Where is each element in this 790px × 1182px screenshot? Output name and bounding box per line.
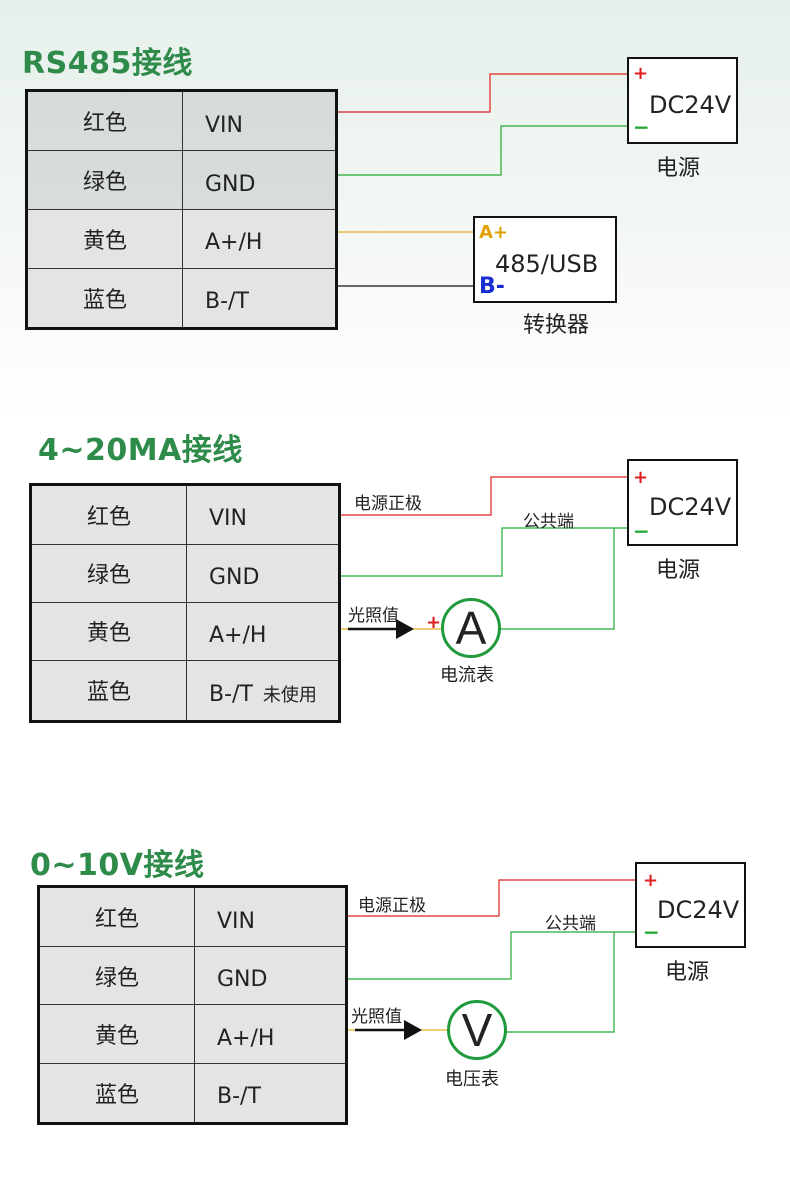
pin-label: B-/T — [209, 682, 253, 708]
table-row: 蓝色 B-/T 未使用 — [30, 659, 340, 723]
wire-label-signal: 光照值 — [348, 606, 399, 626]
power-caption: 电源 — [656, 156, 701, 181]
wire-color-cell: 蓝色 — [30, 659, 187, 723]
wire-label-common: 公共端 — [545, 914, 596, 934]
wire-label-common: 公共端 — [523, 512, 574, 532]
pin-cell: VIN — [186, 484, 340, 545]
common-wire-ma — [498, 528, 615, 630]
wire-label-power-positive: 电源正极 — [358, 896, 426, 916]
table-row: 蓝色 B-/T — [38, 1062, 347, 1125]
table-row: 黄色 A+/H — [26, 208, 337, 269]
pin-cell: GND — [182, 150, 337, 210]
red-wire-v — [348, 879, 636, 917]
power-label: DC24V — [649, 493, 732, 521]
pin-cell: VIN — [182, 89, 337, 152]
wire-color-cell: 红色 — [38, 885, 195, 948]
wire-color-cell: 蓝色 — [26, 267, 183, 330]
power-label: DC24V — [649, 91, 732, 119]
table-row: 绿色 GND — [38, 946, 347, 1006]
signal-arrowhead-ma — [396, 619, 414, 639]
red-wire-rs485 — [337, 73, 628, 113]
pin-cell: A+/H — [194, 1004, 347, 1064]
green-wire-rs485 — [337, 125, 628, 176]
green-wire-ma — [340, 527, 628, 577]
b-minus-terminal: B- — [479, 274, 505, 299]
wire-color-cell: 绿色 — [26, 150, 183, 210]
unused-note: 未使用 — [262, 685, 317, 707]
green-wire-v — [348, 931, 636, 980]
voltmeter-symbol: V — [461, 1004, 493, 1056]
plus-terminal: + — [633, 63, 649, 84]
power-supply-box-ma: + DC24V − — [627, 459, 738, 546]
voltmeter-icon: V — [447, 1000, 507, 1060]
common-wire-v — [505, 932, 615, 1033]
wire-label-signal: 光照值 — [351, 1007, 402, 1027]
wire-color-cell: 绿色 — [38, 946, 195, 1006]
table-row: 红色 VIN — [38, 885, 347, 948]
pin-cell: A+/H — [186, 601, 340, 661]
table-row: 蓝色 B-/T — [26, 267, 337, 330]
wire-color-cell: 红色 — [26, 89, 183, 152]
pin-cell: B-/T — [182, 267, 337, 330]
power-label: DC24V — [657, 896, 740, 924]
section-title-rs485: RS485接线 — [22, 46, 193, 81]
minus-terminal: − — [633, 115, 650, 139]
pin-cell: VIN — [194, 885, 347, 948]
pin-cell: GND — [186, 543, 340, 603]
wire-color-cell: 黄色 — [30, 601, 187, 661]
pin-table-v: 红色 VIN 绿色 GND 黄色 A+/H 蓝色 B-/T — [37, 885, 348, 1125]
table-row: 绿色 GND — [30, 543, 340, 603]
power-supply-box-rs485: + DC24V − — [627, 57, 738, 144]
wire-color-cell: 蓝色 — [38, 1062, 195, 1125]
ammeter-symbol: A — [455, 602, 487, 654]
table-row: 红色 VIN — [30, 484, 340, 545]
section-title-v: 0~10V接线 — [30, 848, 205, 883]
ammeter-icon: A — [441, 598, 501, 658]
table-row: 黄色 A+/H — [38, 1004, 347, 1064]
power-caption: 电源 — [665, 960, 710, 985]
power-supply-box-v: + DC24V − — [635, 862, 746, 948]
pin-cell: B-/T 未使用 — [186, 659, 340, 723]
pin-cell: A+/H — [182, 208, 337, 269]
a-plus-terminal: A+ — [479, 222, 509, 243]
wire-color-cell: 黄色 — [26, 208, 183, 269]
ammeter-plus-terminal: + — [426, 612, 442, 633]
red-wire-ma — [340, 476, 628, 516]
converter-label: 485/USB — [495, 250, 599, 278]
wire-color-cell: 红色 — [30, 484, 187, 545]
minus-terminal: − — [643, 920, 660, 944]
pin-cell: B-/T — [194, 1062, 347, 1125]
section-title-ma: 4~20MA接线 — [38, 433, 243, 468]
ammeter-caption: 电流表 — [440, 665, 494, 686]
table-row: 红色 VIN — [26, 89, 337, 152]
wire-color-cell: 黄色 — [38, 1004, 195, 1064]
table-row: 黄色 A+/H — [30, 601, 340, 661]
plus-terminal: + — [633, 467, 649, 488]
converter-caption: 转换器 — [523, 313, 590, 338]
converter-box: A+ 485/USB B- — [473, 216, 617, 303]
pin-cell: GND — [194, 946, 347, 1006]
voltmeter-caption: 电压表 — [445, 1069, 499, 1090]
wire-label-power-positive: 电源正极 — [354, 494, 422, 514]
minus-terminal: − — [633, 519, 650, 543]
power-caption: 电源 — [656, 558, 701, 583]
signal-arrowhead-v — [404, 1020, 422, 1040]
plus-terminal: + — [643, 870, 659, 891]
wire-color-cell: 绿色 — [30, 543, 187, 603]
pin-table-rs485: 红色 VIN 绿色 GND 黄色 A+/H 蓝色 B-/T — [25, 89, 338, 330]
pin-table-ma: 红色 VIN 绿色 GND 黄色 A+/H 蓝色 B-/T 未使用 — [29, 483, 341, 723]
table-row: 绿色 GND — [26, 150, 337, 210]
